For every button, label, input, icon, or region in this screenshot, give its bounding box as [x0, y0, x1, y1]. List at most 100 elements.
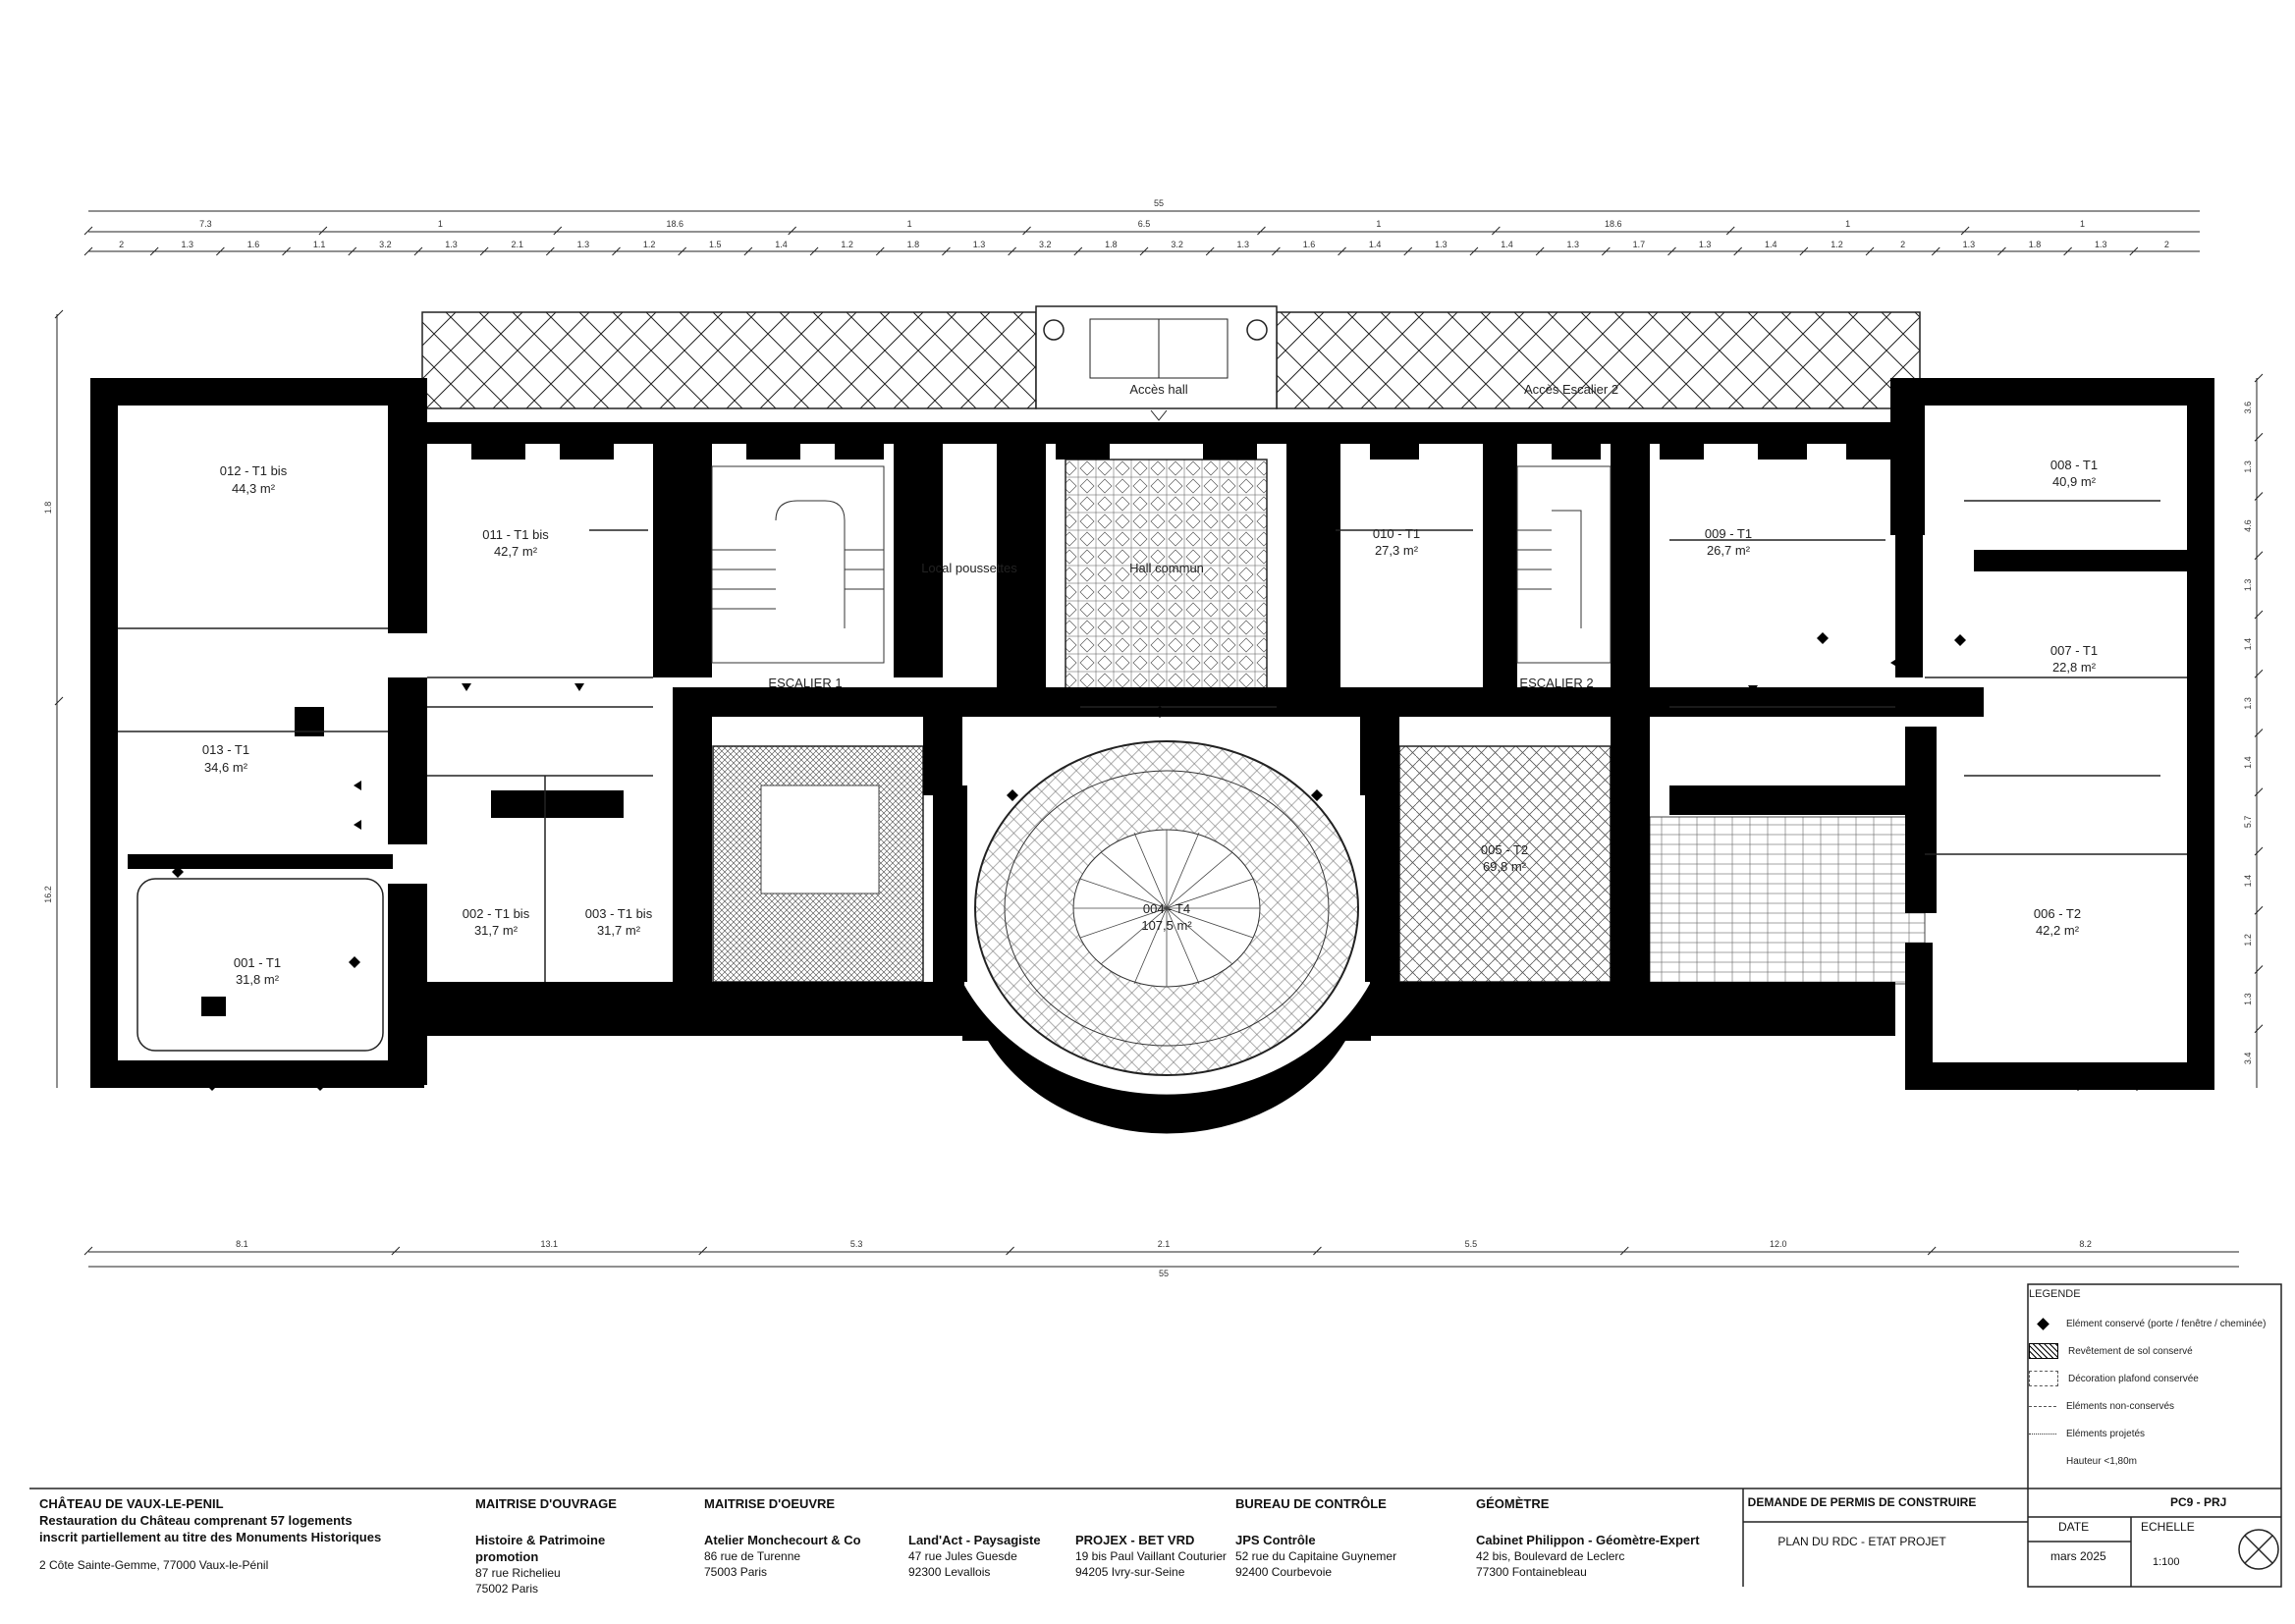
- dimension-label: 1.4: [1501, 240, 1513, 249]
- dimension-label: 3.6: [2243, 402, 2253, 414]
- dimension-tick: [1257, 226, 1266, 236]
- dimension-tick: [1205, 246, 1215, 256]
- party-maitrise-oeuvre: MAITRISE D'OEUVRE Atelier Monchecourt & …: [704, 1495, 901, 1580]
- dimension-tick: [1960, 226, 1970, 236]
- dimension-label: 6.5: [1138, 219, 1151, 229]
- room-010-area: 27,3 m²: [1375, 543, 1419, 558]
- dimension-label: 5.7: [2243, 816, 2253, 829]
- dimension-label: 1.3: [182, 240, 194, 249]
- dimension-label: 18.6: [1605, 219, 1622, 229]
- dimension-label: 1.3: [2243, 697, 2253, 710]
- party-name: Atelier Monchecourt & Co: [704, 1533, 861, 1547]
- party-name: Cabinet Philippon - Géomètre-Expert: [1476, 1533, 1700, 1547]
- legend-swatch: [2029, 1371, 2058, 1386]
- project-subtitle-1: Restauration du Château comprenant 57 lo…: [39, 1513, 353, 1528]
- terrace-hatch: [421, 305, 1921, 421]
- legend-item: Eléments projetés: [2029, 1420, 2274, 1447]
- partitions: [118, 500, 2187, 1052]
- dimension-label: 1.4: [1765, 240, 1777, 249]
- title-block-frame: [29, 1283, 2282, 1588]
- dimension-tick: [1865, 246, 1875, 256]
- dimension-label: 5.3: [850, 1239, 863, 1249]
- scale-label: ECHELLE: [2141, 1520, 2195, 1534]
- dim-top-total: 55: [1154, 198, 1164, 208]
- dimension-tick: [1725, 226, 1735, 236]
- escalier-1-label: ESCALIER 1: [768, 676, 842, 690]
- sheet-title: PLAN DU RDC - ETAT PROJET: [1777, 1535, 1946, 1548]
- permit-request-title: DEMANDE DE PERMIS DE CONSTRUIRE: [1747, 1495, 1977, 1509]
- dimension-tick: [1799, 246, 1809, 256]
- date-label: DATE: [2058, 1520, 2090, 1534]
- room-009-area: 26,7 m²: [1707, 543, 1751, 558]
- dimension-label: 1.4: [775, 240, 788, 249]
- preserved-element-markers: [172, 632, 2143, 1108]
- dimension-tick: [2129, 246, 2139, 256]
- dimension-tick: [612, 246, 621, 256]
- dimension-label: 1.4: [2243, 875, 2253, 888]
- dimension-label: 13.1: [541, 1239, 559, 1249]
- dimension-tick: [1272, 246, 1281, 256]
- dimension-label: 1.4: [2243, 638, 2253, 651]
- room-011-area: 42,7 m²: [494, 544, 538, 559]
- dimension-tick: [553, 226, 563, 236]
- sheet-code: PC9 - PRJ: [2170, 1495, 2227, 1509]
- dimension-label: 1: [907, 219, 912, 229]
- dimension-label: 1.3: [1435, 240, 1448, 249]
- party-address-2: 77300 Fontainebleau: [1476, 1565, 1587, 1579]
- dimension-chain-bottom: [88, 1251, 2239, 1268]
- dimension-label: 4.6: [2243, 519, 2253, 532]
- dimension-label: 5.5: [1465, 1239, 1478, 1249]
- local-poussettes-label: Local poussettes: [921, 561, 1017, 575]
- dimension-tick: [809, 246, 819, 256]
- dimension-label: 3.4: [2243, 1053, 2253, 1065]
- party-address-1: 47 rue Jules Guesde: [908, 1549, 1017, 1563]
- legend-item: Eléments non-conservés: [2029, 1392, 2274, 1420]
- dimension-label: 1.2: [1831, 240, 1843, 249]
- party-geometre: GÉOMÈTRE Cabinet Philippon - Géomètre-Ex…: [1476, 1495, 1731, 1580]
- room-012-area: 44,3 m²: [232, 481, 276, 496]
- dimension-tick: [391, 1246, 401, 1256]
- project-title-block: CHÂTEAU DE VAUX-LE-PENIL Restauration du…: [39, 1495, 452, 1573]
- dimension-tick: [2063, 246, 2072, 256]
- legend-swatch: [2029, 1317, 2056, 1330]
- dimension-label: 2: [1900, 240, 1905, 249]
- party-address-1: 86 rue de Turenne: [704, 1549, 801, 1563]
- dimension-label: 1.3: [2243, 993, 2253, 1005]
- dimension-label: 1.3: [1963, 240, 1976, 249]
- legend-item: Hauteur <1,80m: [2029, 1447, 2274, 1475]
- dimension-label: 2: [119, 240, 124, 249]
- dimension-tick: [2254, 965, 2264, 974]
- room-007-name: 007 - T1: [2050, 643, 2098, 658]
- room-003-area: 31,7 m²: [597, 923, 641, 938]
- dimension-tick: [2254, 787, 2264, 797]
- dimension-label: 7.3: [199, 219, 212, 229]
- dimension-label: 1.6: [1303, 240, 1316, 249]
- dimension-tick: [216, 246, 225, 256]
- rotunda-pier-west: [933, 785, 967, 982]
- dimension-label: 18.6: [666, 219, 683, 229]
- dimension-tick: [479, 246, 489, 256]
- dimension-label: 2.1: [511, 240, 523, 249]
- legend-title: LEGENDE: [2029, 1288, 2081, 1300]
- dimension-tick: [2254, 373, 2264, 383]
- acces-escalier-2-label: Accès Escalier 2: [1524, 382, 1618, 397]
- rotunda-wall: [962, 982, 1371, 1134]
- dimension-label: 1.6: [247, 240, 260, 249]
- dimension-tick: [2254, 729, 2264, 737]
- party-name: Land'Act - Paysagiste: [908, 1533, 1041, 1547]
- dimension-tick: [942, 246, 951, 256]
- dimension-tick: [2254, 610, 2264, 620]
- room-009-name: 009 - T1: [1705, 526, 1752, 541]
- floor-finishes: [712, 459, 1926, 985]
- dimension-tick: [83, 246, 93, 256]
- dimension-tick: [788, 226, 797, 236]
- dimension-tick: [54, 696, 64, 706]
- legend-items: Elément conservé (porte / fenêtre / chem…: [2029, 1310, 2274, 1475]
- dimension-tick: [1927, 1246, 1937, 1256]
- party-address-1: 42 bis, Boulevard de Leclerc: [1476, 1549, 1625, 1563]
- walls: [90, 378, 2214, 1090]
- dimension-label: 1.3: [2095, 240, 2107, 249]
- legend-item: Revêtement de sol conservé: [2029, 1337, 2274, 1365]
